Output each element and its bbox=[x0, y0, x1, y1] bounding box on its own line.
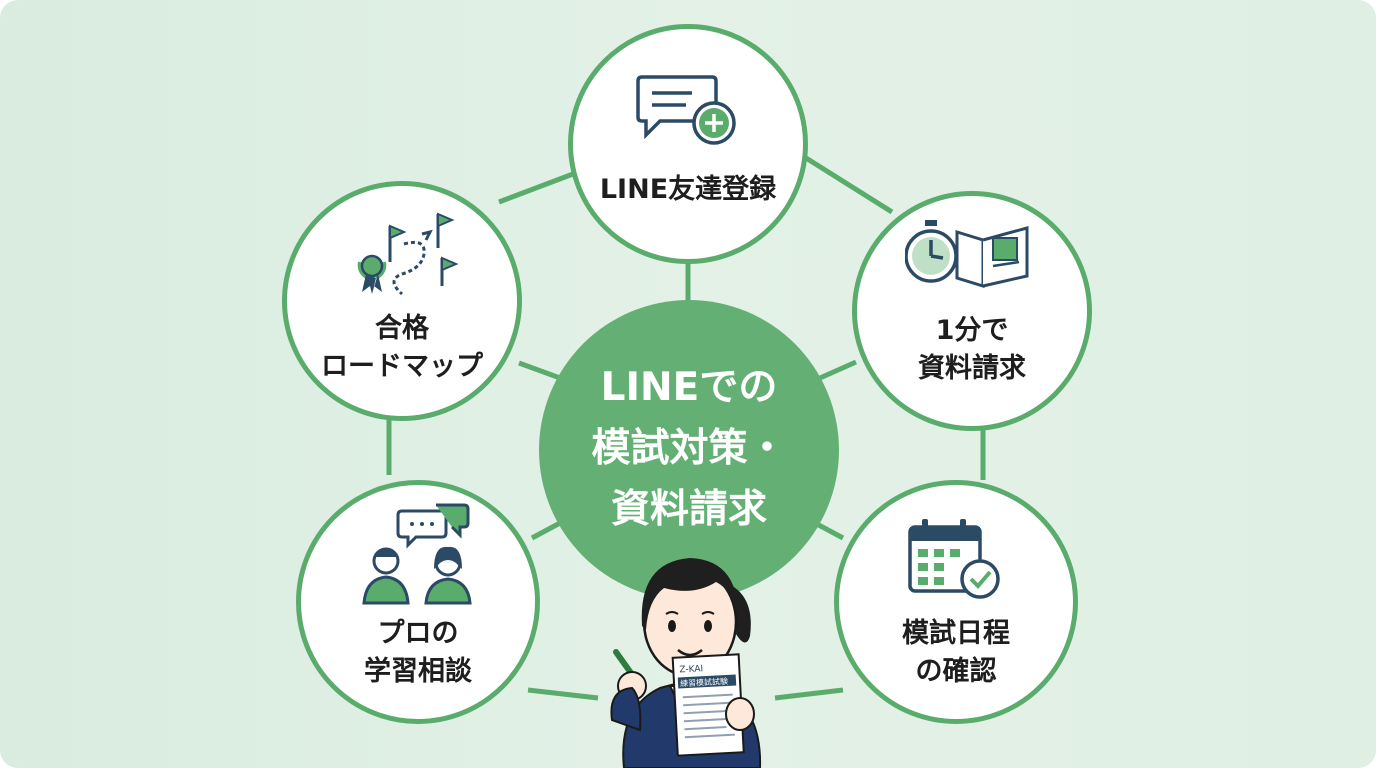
student-illustration: Z-KAI 練習模試試験 bbox=[610, 558, 762, 768]
spoke-line bbox=[530, 520, 562, 541]
ring-segment bbox=[774, 687, 844, 701]
node-document-request: 1分で 資料請求 bbox=[852, 191, 1092, 431]
spoke-line bbox=[813, 520, 845, 541]
node-label: 1分で 資料請求 bbox=[918, 315, 1026, 384]
ring-segment bbox=[527, 687, 599, 701]
node-roadmap: 合格 ロードマップ bbox=[282, 181, 522, 421]
stopwatch-brochure-icon bbox=[905, 220, 1029, 288]
paper-title: 練習模試試験 bbox=[680, 676, 728, 688]
spoke-line bbox=[518, 360, 561, 381]
calendar-check-icon bbox=[908, 519, 1000, 599]
consultation-people-icon bbox=[362, 503, 472, 605]
node-consultation: プロの 学習相談 bbox=[296, 480, 540, 724]
node-exam-schedule: 模試日程 の確認 bbox=[834, 480, 1078, 724]
center-label: LINEでの 模試対策・ 資料請求 bbox=[591, 365, 787, 532]
center-hub: LINEでの 模試対策・ 資料請求 bbox=[539, 300, 839, 600]
flags-roadmap-icon bbox=[357, 212, 459, 296]
node-label: プロの 学習相談 bbox=[364, 618, 472, 687]
node-label: LINE友達登録 bbox=[599, 174, 777, 205]
spoke-line bbox=[818, 359, 858, 381]
node-label: 合格 ロードマップ bbox=[321, 313, 483, 382]
paper-brand: Z-KAI bbox=[679, 664, 703, 675]
chat-plus-icon bbox=[636, 75, 736, 145]
node-line-registration: LINE友達登録 bbox=[568, 24, 808, 264]
ring-segment bbox=[804, 155, 894, 215]
node-label: 模試日程 の確認 bbox=[902, 618, 1010, 687]
